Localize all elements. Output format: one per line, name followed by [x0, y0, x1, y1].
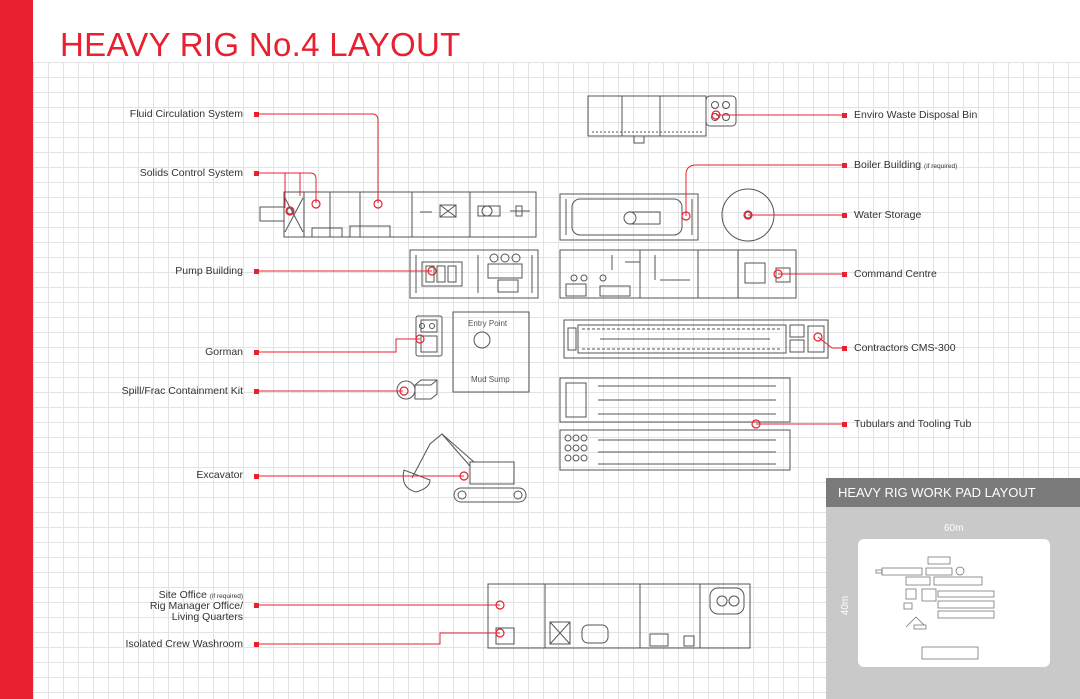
contractors-cms-drawing [563, 319, 829, 359]
label-water-storage: Water Storage [854, 209, 922, 221]
label-fluid-circulation: Fluid Circulation System [129, 108, 243, 120]
marker-crew-washroom [254, 642, 259, 647]
marker-enviro-waste [842, 113, 847, 118]
label-gorman: Gorman [205, 346, 243, 358]
label-contractors: Contractors CMS-300 [854, 342, 956, 354]
marker-contractors [842, 346, 847, 351]
site-office-text: Site Office [158, 589, 207, 601]
label-enviro-waste: Enviro Waste Disposal Bin [854, 109, 978, 121]
inset-height-label: 40m [840, 595, 852, 616]
marker-pump-building [254, 269, 259, 274]
marker-gorman [254, 350, 259, 355]
site-office-note: (if required) [209, 593, 243, 600]
boiler-building-note: (if required) [924, 163, 958, 170]
boiler-building-drawing [559, 193, 699, 241]
marker-water-storage [842, 213, 847, 218]
label-site-office: Site Office (if required) [159, 589, 243, 603]
marker-command-centre [842, 272, 847, 277]
inset-title: HEAVY RIG WORK PAD LAYOUT [826, 478, 1080, 507]
marker-boiler-building [842, 163, 847, 168]
marker-fluid-circulation [254, 112, 259, 117]
label-solids-control: Solids Control System [139, 167, 243, 179]
enviro-waste-bin-drawing [587, 95, 737, 144]
marker-tubulars [842, 422, 847, 427]
pump-building-drawing [409, 249, 539, 299]
fluid-circulation-drawing [259, 191, 537, 238]
label-pump-building: Pump Building [175, 265, 243, 277]
marker-spill-kit [254, 389, 259, 394]
label-crew-washroom: Isolated Crew Washroom [125, 638, 243, 650]
work-pad-card [858, 539, 1050, 667]
living-quarters-drawing [487, 583, 751, 649]
command-centre-drawing [559, 249, 797, 299]
marker-site-office [254, 603, 259, 608]
label-boiler-building: Boiler Building (if required) [854, 159, 957, 173]
tubulars-tub-drawing [559, 377, 791, 471]
boiler-building-text: Boiler Building [854, 159, 922, 171]
work-pad-mini-map [875, 556, 995, 660]
gorman-drawing [415, 315, 443, 357]
grid-background [33, 62, 1080, 699]
label-excavator: Excavator [196, 469, 243, 481]
marker-solids-control [254, 171, 259, 176]
label-rig-manager: Rig Manager Office/ [149, 600, 243, 612]
inset-width-label: 60m [944, 523, 964, 534]
accent-sidebar [0, 0, 33, 699]
spill-kit-drawing [396, 379, 438, 400]
label-command-centre: Command Centre [854, 268, 937, 280]
page-title: HEAVY RIG No.4 LAYOUT [60, 26, 461, 63]
mud-sump-label: Mud Sump [471, 375, 510, 384]
entry-point-label: Entry Point [468, 319, 508, 328]
excavator-drawing [402, 433, 527, 503]
label-tubulars: Tubulars and Tooling Tub [854, 418, 972, 430]
mud-sump-drawing [452, 311, 530, 393]
marker-excavator [254, 474, 259, 479]
label-spill-kit: Spill/Frac Containment Kit [121, 385, 243, 397]
label-living-quarters: Living Quarters [171, 611, 243, 623]
